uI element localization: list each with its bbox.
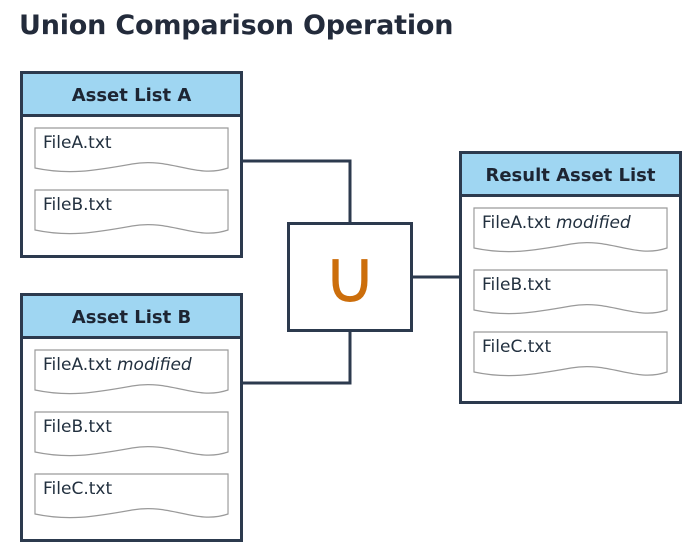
list-item[interactable]: FileA.txt: [34, 127, 229, 177]
result-asset-list-body: FileA.txt modified FileB.txt FileC.txt: [462, 197, 679, 392]
file-name: FileB.txt: [43, 195, 112, 215]
list-item-label: FileB.txt: [43, 417, 112, 437]
document-shape-icon: [473, 331, 668, 377]
document-shape-icon: [34, 411, 229, 457]
list-item[interactable]: FileC.txt: [473, 331, 668, 381]
asset-list-b-body: FileA.txt modified FileB.txt FileC.txt: [23, 339, 240, 534]
document-shape-icon: [34, 127, 229, 173]
file-name: FileC.txt: [43, 479, 113, 499]
file-name: FileB.txt: [482, 275, 551, 295]
result-asset-list-panel: Result Asset List FileA.txt modified Fil…: [459, 151, 682, 404]
connector-b-to-union: [243, 332, 352, 385]
list-item[interactable]: FileB.txt: [34, 411, 229, 461]
list-item-label: FileB.txt: [43, 195, 112, 215]
union-operator-box[interactable]: ∪: [287, 222, 413, 332]
list-item-label: FileA.txt modified: [43, 355, 192, 375]
connector-a-to-union: [243, 159, 352, 222]
file-name: FileA.txt: [482, 213, 551, 233]
list-item-label: FileA.txt: [43, 133, 112, 153]
list-item-label: FileC.txt: [482, 337, 551, 357]
union-symbol-icon: ∪: [322, 234, 378, 320]
file-name: FileB.txt: [43, 417, 112, 437]
asset-list-b-panel: Asset List B FileA.txt modified FileB.tx…: [20, 293, 243, 542]
asset-list-a-header: Asset List A: [23, 74, 240, 117]
document-shape-icon: [34, 349, 229, 395]
file-name: FileC.txt: [482, 337, 552, 357]
list-item-label: FileC.txt: [43, 479, 112, 499]
document-shape-icon: [473, 207, 668, 253]
asset-list-a-body: FileA.txt FileB.txt: [23, 117, 240, 250]
file-name: FileA.txt: [43, 133, 112, 153]
document-shape-icon: [34, 189, 229, 235]
file-status: modified: [555, 213, 631, 233]
list-item[interactable]: FileB.txt: [34, 189, 229, 239]
document-shape-icon: [473, 269, 668, 315]
list-item[interactable]: FileA.txt modified: [34, 349, 229, 399]
asset-list-b-header: Asset List B: [23, 296, 240, 339]
asset-list-a-panel: Asset List A FileA.txt FileB.txt: [20, 71, 243, 258]
document-shape-icon: [34, 473, 229, 519]
file-status: modified: [116, 355, 192, 375]
result-asset-list-header: Result Asset List: [462, 154, 679, 197]
list-item[interactable]: FileC.txt: [34, 473, 229, 523]
page-title: Union Comparison Operation: [19, 10, 454, 41]
list-item-label: FileA.txt modified: [482, 213, 631, 233]
file-name: FileA.txt: [43, 355, 112, 375]
list-item[interactable]: FileB.txt: [473, 269, 668, 319]
list-item-label: FileB.txt: [482, 275, 551, 295]
list-item[interactable]: FileA.txt modified: [473, 207, 668, 257]
